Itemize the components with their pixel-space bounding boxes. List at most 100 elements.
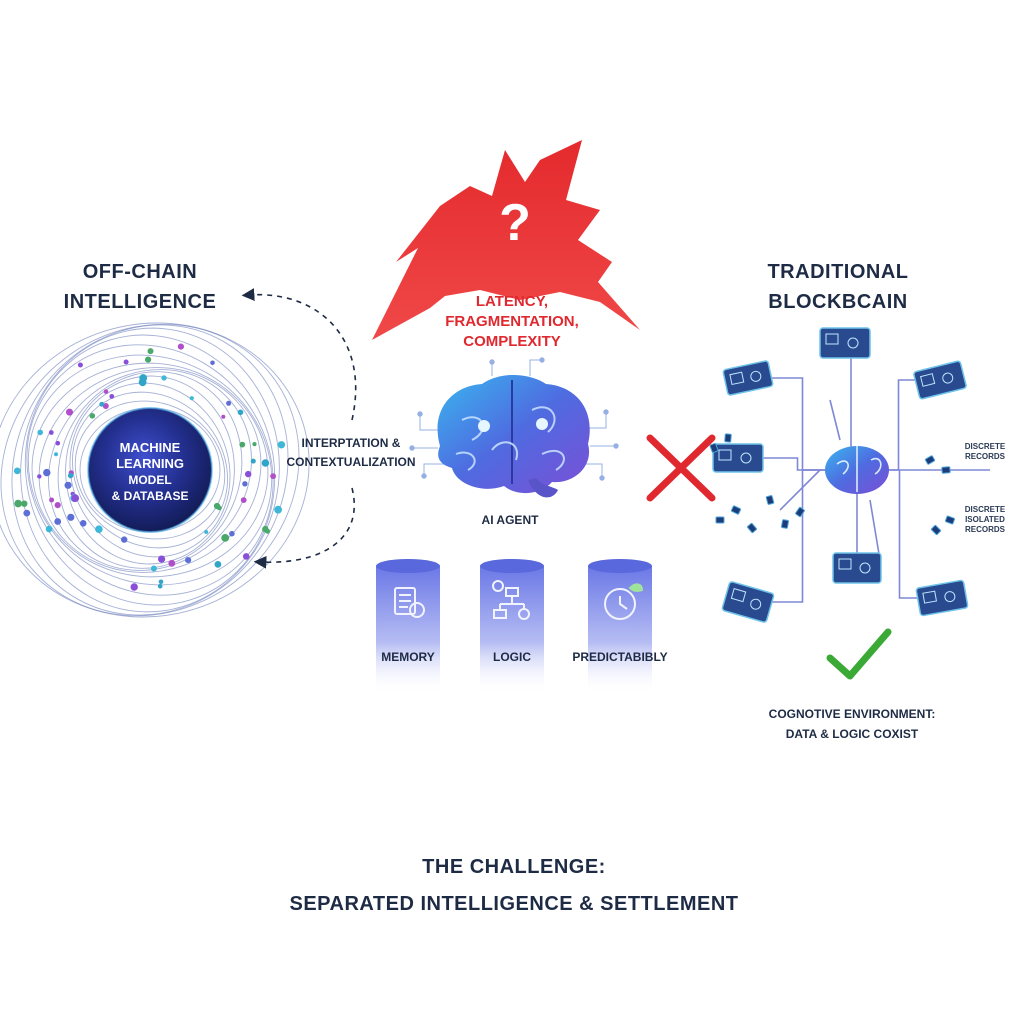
discrete-record-chip — [941, 466, 951, 474]
ai-agent-label: AI AGENT — [482, 513, 540, 527]
swirl-node — [214, 561, 222, 568]
swirl-node — [77, 362, 83, 368]
swirl-ring — [48, 369, 252, 571]
network-wire — [779, 469, 821, 511]
swirl-node — [239, 441, 246, 448]
swirl-ring — [26, 344, 274, 596]
swirl-node — [109, 394, 115, 399]
discrete-record-chip — [709, 442, 719, 454]
block-panel — [915, 579, 969, 617]
environment-line2: DATA & LOGIC COXIST — [786, 727, 919, 741]
swirl-node — [161, 375, 167, 381]
blockchain-title-line2: BLOCKBCAIN — [768, 291, 907, 313]
blockchain-title-line1: TRADITIONAL — [767, 261, 908, 283]
block-panel — [832, 552, 882, 584]
swirl-node — [95, 525, 103, 533]
ml-core-line1: MACHINE — [120, 440, 181, 455]
discrete-record-chip — [747, 522, 757, 534]
swirl-node — [139, 374, 148, 382]
swirl-node — [177, 343, 184, 350]
circuit-trace — [419, 414, 440, 431]
document-brain-icon — [394, 587, 425, 618]
swirl-node — [252, 442, 257, 447]
swirl-node — [150, 565, 157, 572]
swirl-node — [99, 401, 105, 407]
environment-line1: COGNOTIVE ENVIRONMENT: — [769, 707, 936, 721]
swirl-node — [66, 408, 73, 416]
problem-line3: COMPLEXITY — [463, 333, 561, 350]
circuit-node — [409, 445, 415, 451]
flowchart-gear-icon — [492, 580, 530, 620]
swirl-node — [123, 359, 129, 365]
ml-core-line4: & DATABASE — [112, 489, 189, 503]
circuit-trace — [529, 359, 542, 376]
circuit-node — [599, 475, 605, 481]
swirl-node — [264, 461, 270, 466]
pillar-memory: MEMORY — [376, 559, 440, 694]
block-panel — [913, 360, 967, 400]
discrete-record-chip — [765, 495, 775, 505]
note1-line1: DISCRETE — [965, 442, 1006, 451]
lightning-burst-icon — [372, 140, 640, 340]
footer-line2: SEPARATED INTELLIGENCE & SETTLEMENT — [290, 893, 739, 915]
note2-line2: ISOLATED — [965, 515, 1005, 524]
ml-core-line2: LEARNING — [116, 456, 184, 471]
swirl-node — [168, 559, 176, 567]
swirl-node — [54, 518, 62, 525]
circuit-trace — [584, 412, 607, 429]
circuit-node — [539, 357, 545, 363]
note2-line3: RECORDS — [965, 525, 1006, 534]
circuit-node — [613, 443, 619, 449]
ml-swirl: MACHINE LEARNING MODEL & DATABASE — [0, 322, 310, 618]
swirl-node — [37, 474, 42, 479]
network-wire — [869, 499, 881, 561]
flow-label-line2: CONTEXTUALIZATION — [286, 455, 415, 469]
swirl-node — [14, 499, 22, 508]
swirl-ring — [71, 391, 229, 549]
circuit-node — [421, 473, 427, 479]
swirl-ring — [20, 327, 280, 613]
swirl-node — [79, 520, 87, 527]
swirl-node — [240, 497, 247, 503]
off-chain-title-line1: OFF-CHAIN — [83, 261, 197, 283]
swirl-ring — [27, 354, 273, 586]
block-panel — [722, 360, 774, 396]
discrete-record-chip — [730, 505, 742, 515]
swirl-node — [54, 502, 61, 509]
swirl-node — [130, 583, 138, 591]
hub-brain-icon — [825, 446, 889, 494]
swirl-node — [145, 356, 152, 363]
pillar-label: MEMORY — [381, 650, 435, 664]
swirl-node — [37, 429, 43, 436]
swirl-node — [49, 497, 55, 503]
block-panel — [819, 327, 871, 359]
swirl-node — [204, 530, 209, 534]
ml-core-line3: MODEL — [128, 473, 171, 487]
swirl-node — [13, 467, 21, 475]
swirl-ring — [0, 322, 310, 618]
clock-leaf-icon — [604, 583, 644, 620]
swirl-node — [229, 530, 235, 537]
swirl-node — [48, 430, 54, 435]
swirl-node — [21, 500, 28, 507]
discrete-record-chip — [781, 519, 789, 529]
note2-line1: DISCRETE — [965, 505, 1006, 514]
circuit-node — [489, 359, 495, 365]
swirl-node — [157, 583, 163, 589]
swirl-node — [158, 579, 164, 585]
check-icon — [826, 628, 892, 680]
swirl-node — [245, 470, 252, 478]
note1-line2: RECORDS — [965, 452, 1006, 461]
swirl-node — [216, 505, 222, 511]
swirl-node — [121, 536, 128, 543]
blockchain-network — [709, 327, 990, 623]
swirl-ring — [0, 323, 300, 617]
discrete-record-chip — [795, 506, 805, 518]
swirl-node — [277, 441, 286, 449]
swirl-ring — [24, 334, 276, 606]
swirl-node — [67, 513, 75, 521]
swirl-node — [185, 557, 192, 564]
swirl-node — [189, 396, 194, 401]
